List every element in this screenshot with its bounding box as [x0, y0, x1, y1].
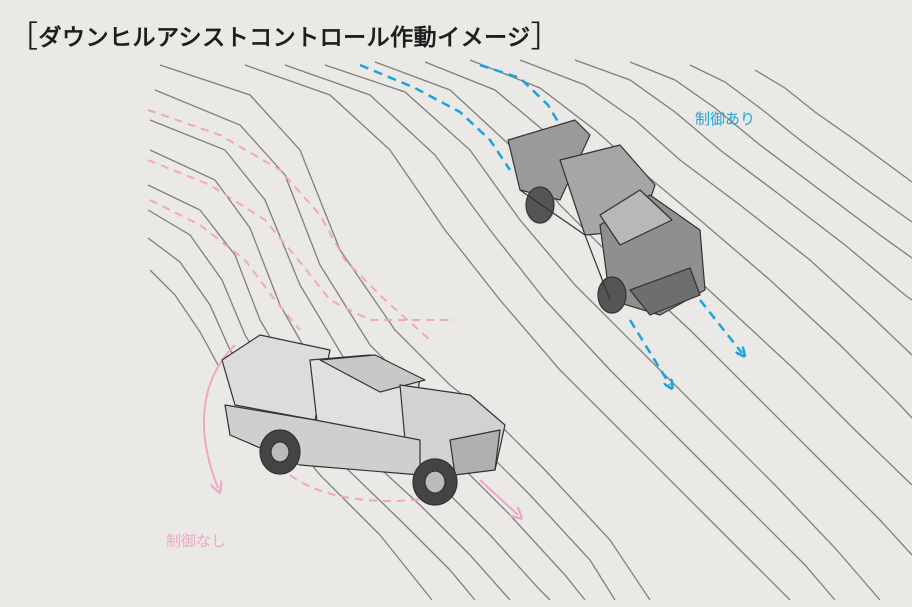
- with-control-label: 制御あり: [695, 110, 756, 128]
- terrain-line: [519, 59, 912, 356]
- blue-guide-line: [359, 63, 512, 171]
- terrain-line: [689, 64, 912, 223]
- slip-arrow: [479, 479, 518, 515]
- blue-guide-line: [628, 319, 670, 385]
- controlled-path: [359, 63, 742, 385]
- terrain-line: [574, 59, 912, 301]
- pink-guide-line: [147, 109, 431, 341]
- terrain-line: [159, 64, 651, 601]
- truck-roof: [319, 354, 426, 393]
- truck-side-line: [519, 189, 611, 301]
- controlled-truck-icon: [507, 119, 706, 316]
- terrain-line: [284, 64, 836, 601]
- uncontrolled-truck-icon: [221, 334, 506, 506]
- truck-grille: [629, 267, 701, 316]
- title-bracket-open: ［: [8, 20, 39, 55]
- blue-guide-line: [479, 63, 562, 126]
- title-bracket-close: ］: [530, 20, 562, 55]
- terrain-line: [469, 59, 912, 419]
- blue-guide-line: [699, 299, 742, 353]
- truck-grille: [449, 429, 501, 476]
- truck-windshield: [599, 189, 673, 246]
- terrain-line: [629, 61, 912, 259]
- pink-guide-line: [147, 159, 455, 321]
- diagram-title: ［ダウンヒルアシストコントロール作動イメージ］: [8, 10, 562, 55]
- truck-wheel: [597, 276, 627, 314]
- without-control-label: 制御なし: [166, 532, 227, 550]
- truck-wheel: [270, 441, 290, 463]
- terrain-line: [149, 269, 219, 366]
- pink-guide-line: [149, 199, 301, 331]
- terrain-line: [754, 69, 912, 183]
- title-text: ダウンヒルアシストコントロール作動イメージ: [38, 25, 531, 51]
- terrain-line: [244, 64, 791, 601]
- sway-arc-arrow: [203, 344, 236, 488]
- truck-wheel: [525, 186, 555, 224]
- terrain-line: [324, 64, 881, 601]
- truck-wheel: [424, 470, 446, 494]
